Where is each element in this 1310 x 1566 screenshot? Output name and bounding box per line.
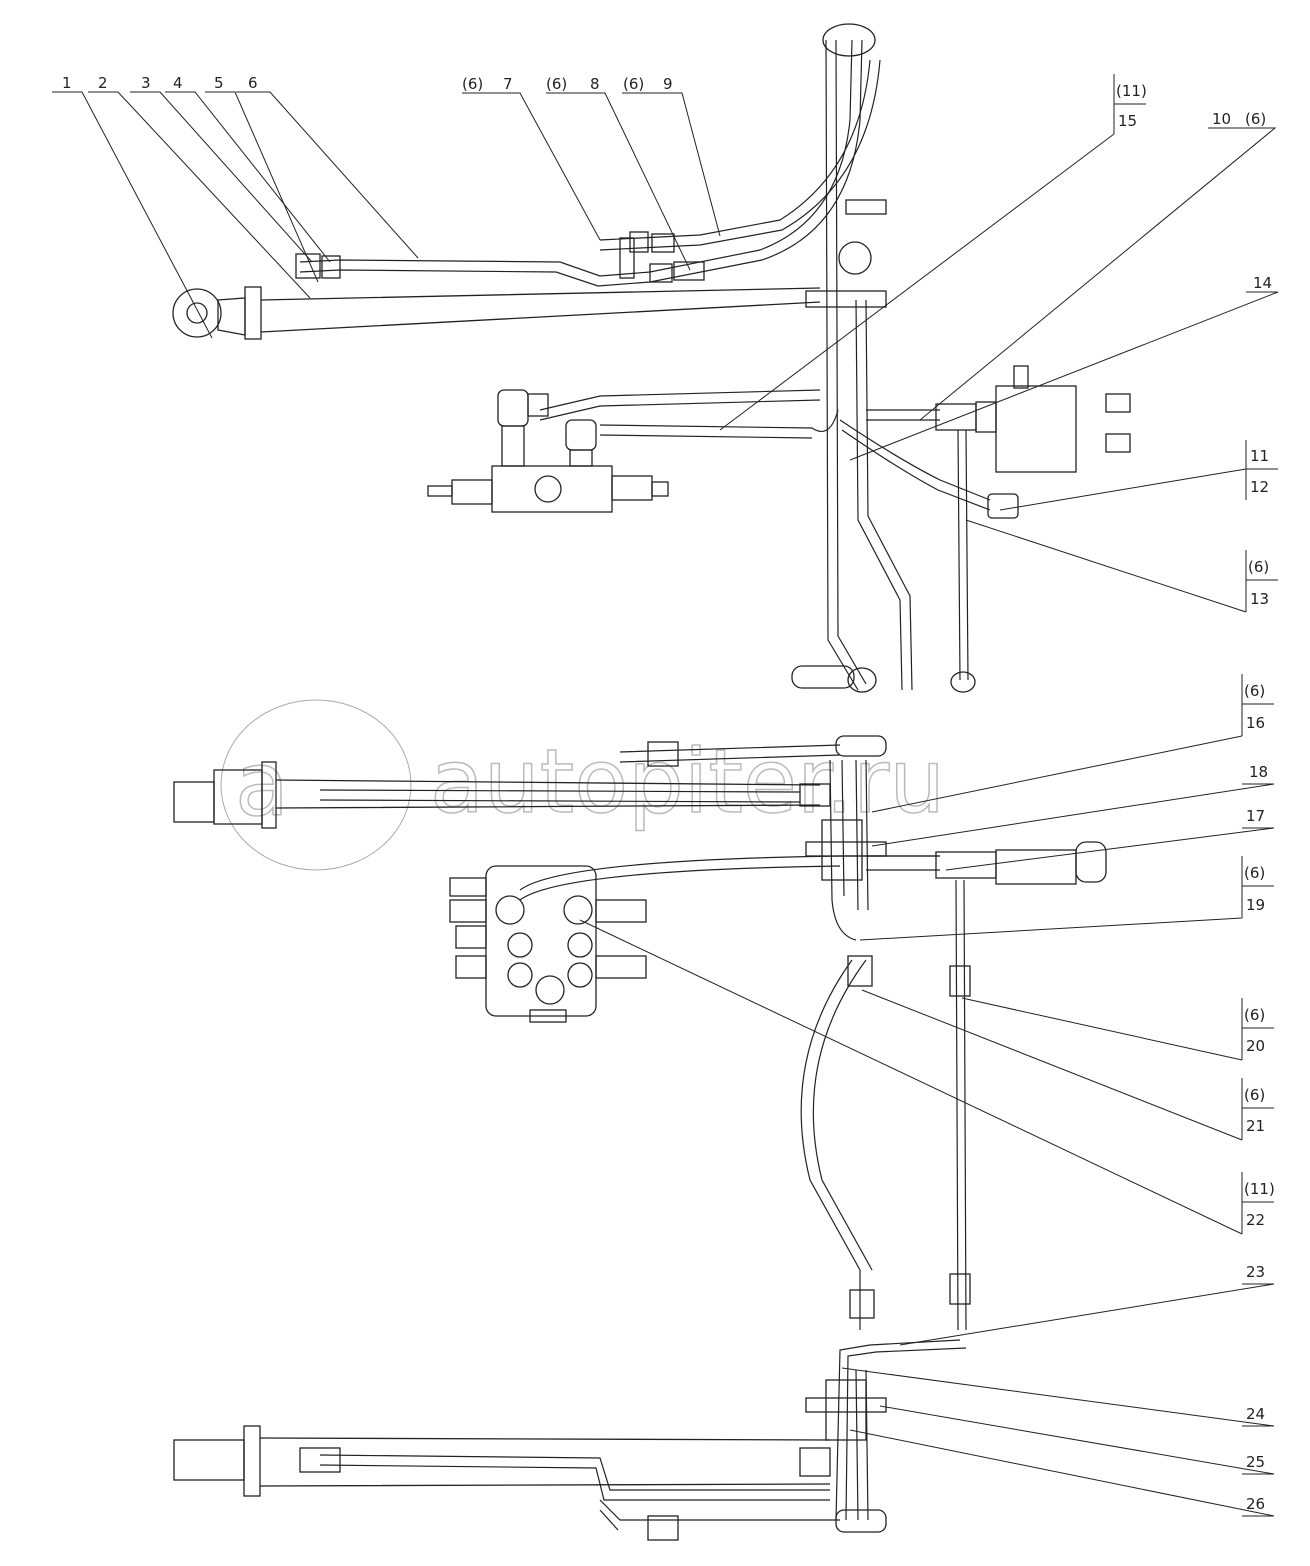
callout-16: 16: [1246, 714, 1265, 732]
callout-8: 8: [590, 75, 600, 93]
callout-4: 4: [173, 74, 183, 92]
callout-19-qty: (6): [1244, 864, 1265, 882]
callout-21: 21: [1246, 1117, 1265, 1135]
callout-24: 24: [1246, 1405, 1265, 1423]
callout-16-qty: (6): [1244, 682, 1265, 700]
callout-9-qty: (6): [623, 75, 644, 93]
callout-20-qty: (6): [1244, 1006, 1265, 1024]
callout-7: 7: [503, 75, 513, 93]
callout-labels: 1 2 3 4 5 6 (6) 7 (6) 8 (6) 9 (11) 15 10…: [62, 74, 1275, 1513]
watermark-text: autopiter.ru: [430, 730, 945, 833]
fitting: [295, 253, 321, 279]
cylinder-gland: [244, 286, 262, 340]
callout-22: 22: [1246, 1211, 1265, 1229]
pipe-loop: [822, 23, 876, 57]
watermark: a autopiter.ru: [220, 699, 946, 871]
callout-12: 12: [1250, 478, 1269, 496]
callout-11: 11: [1250, 447, 1269, 465]
callout-8-qty: (6): [546, 75, 567, 93]
callout-1: 1: [62, 74, 72, 92]
callout-10: 10: [1212, 110, 1231, 128]
callout-10-qty: (6): [1245, 110, 1266, 128]
clamp: [805, 290, 887, 308]
callout-20: 20: [1246, 1037, 1265, 1055]
callout-7-qty: (6): [462, 75, 483, 93]
callout-14: 14: [1253, 274, 1272, 292]
cylinder-eye: [172, 288, 222, 338]
valve-solenoid: [451, 479, 493, 505]
callout-9: 9: [663, 75, 673, 93]
multi-spool-valve: [485, 865, 597, 1017]
callout-23: 23: [1246, 1263, 1265, 1281]
callout-18: 18: [1249, 763, 1268, 781]
callout-15-qty: (11): [1116, 82, 1147, 100]
bottom-assembly: [173, 735, 1107, 1541]
priority-valve: [995, 385, 1077, 473]
callout-15: 15: [1118, 112, 1137, 130]
callout-17: 17: [1246, 807, 1265, 825]
control-valve: [491, 465, 613, 513]
callout-13-qty: (6): [1248, 558, 1269, 576]
callout-leaders: [52, 74, 1279, 1517]
callout-13: 13: [1250, 590, 1269, 608]
callout-22-qty: (11): [1244, 1180, 1275, 1198]
callout-25: 25: [1246, 1453, 1265, 1471]
callout-19: 19: [1246, 896, 1265, 914]
top-assembly: [172, 23, 1131, 693]
callout-21-qty: (6): [1244, 1086, 1265, 1104]
callout-5: 5: [214, 74, 224, 92]
callout-6: 6: [248, 74, 258, 92]
callout-3: 3: [141, 74, 151, 92]
callout-2: 2: [98, 74, 108, 92]
callout-26: 26: [1246, 1495, 1265, 1513]
